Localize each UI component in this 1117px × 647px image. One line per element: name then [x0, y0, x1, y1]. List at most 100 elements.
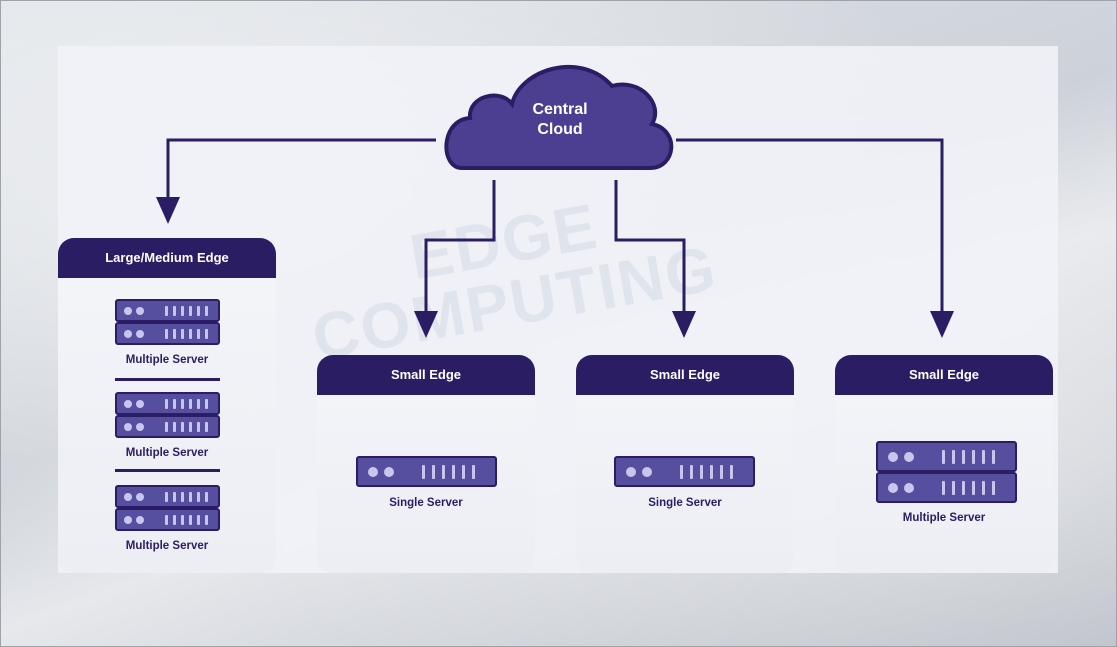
server-vent-icon [173, 514, 176, 525]
server-vent-icon [205, 398, 208, 409]
server-vent-icon [181, 514, 184, 525]
server-vent-icon [972, 449, 975, 464]
server-vent-icon [173, 491, 176, 502]
server-vent-icon [422, 464, 425, 479]
divider [115, 469, 220, 472]
server-vent-icon [952, 480, 955, 495]
server-led-icon [384, 466, 394, 477]
edge-title: Small Edge [835, 355, 1053, 395]
server-led-icon [136, 329, 144, 338]
server-led-icon [124, 399, 132, 408]
server-caption: Multiple Server [125, 354, 209, 366]
server-vent-icon [680, 464, 683, 479]
server-vent-icon [972, 480, 975, 495]
server-icon [356, 456, 497, 487]
server-caption: Multiple Server [902, 512, 986, 524]
server-caption: Single Server [648, 497, 722, 509]
server-vent-icon [442, 464, 445, 479]
server-vent-icon [189, 328, 192, 339]
server-icon [115, 508, 220, 531]
server-led-icon [124, 422, 132, 431]
server-vent-icon [181, 328, 184, 339]
server-vent-icon [173, 398, 176, 409]
server-vent-icon [181, 491, 184, 502]
server-vent-icon [942, 480, 945, 495]
server-led-icon [124, 492, 132, 501]
server-vent-icon [197, 328, 200, 339]
central-cloud-label: Central Cloud [532, 101, 588, 138]
server-led-icon [888, 451, 898, 462]
server-icon [115, 485, 220, 508]
server-vent-icon [189, 514, 192, 525]
server-vent-icon [165, 421, 168, 432]
server-vent-icon [173, 421, 176, 432]
server-led-icon [626, 466, 636, 477]
server-vent-icon [181, 421, 184, 432]
server-led-icon [642, 466, 652, 477]
server-caption: Single Server [389, 497, 463, 509]
server-led-icon [368, 466, 378, 477]
server-led-icon [124, 306, 132, 315]
divider [115, 378, 220, 381]
server-vent-icon [992, 480, 995, 495]
server-vent-icon [205, 514, 208, 525]
server-vent-icon [205, 421, 208, 432]
server-vent-icon [181, 398, 184, 409]
server-led-icon [136, 422, 144, 431]
server-vent-icon [197, 421, 200, 432]
server-vent-icon [942, 449, 945, 464]
server-led-icon [904, 451, 914, 462]
server-vent-icon [472, 464, 475, 479]
server-vent-icon [165, 491, 168, 502]
server-vent-icon [197, 514, 200, 525]
server-vent-icon [700, 464, 703, 479]
server-vent-icon [952, 449, 955, 464]
server-led-icon [124, 329, 132, 338]
server-led-icon [124, 515, 132, 524]
server-vent-icon [432, 464, 435, 479]
server-icon [115, 415, 220, 438]
server-led-icon [136, 515, 144, 524]
server-vent-icon [720, 464, 723, 479]
server-icon [876, 472, 1017, 503]
server-led-icon [136, 306, 144, 315]
connector-to-small-edge-3 [676, 138, 954, 338]
server-led-icon [904, 482, 914, 493]
server-vent-icon [173, 328, 176, 339]
server-vent-icon [962, 480, 965, 495]
server-vent-icon [462, 464, 465, 479]
server-vent-icon [992, 449, 995, 464]
server-vent-icon [197, 305, 200, 316]
cloud-icon [444, 64, 674, 170]
server-vent-icon [197, 491, 200, 502]
connector-to-large-edge [156, 138, 436, 224]
edge-title: Small Edge [317, 355, 535, 395]
server-vent-icon [690, 464, 693, 479]
server-vent-icon [205, 491, 208, 502]
server-icon [614, 456, 755, 487]
edge-title: Small Edge [576, 355, 794, 395]
server-icon [115, 392, 220, 415]
server-vent-icon [173, 305, 176, 316]
server-vent-icon [205, 328, 208, 339]
connector-to-small-edge-1 [414, 180, 496, 338]
server-icon [876, 441, 1017, 472]
server-vent-icon [197, 398, 200, 409]
server-vent-icon [165, 514, 168, 525]
server-vent-icon [189, 305, 192, 316]
server-vent-icon [165, 398, 168, 409]
server-vent-icon [205, 305, 208, 316]
server-vent-icon [710, 464, 713, 479]
edge-title: Large/Medium Edge [58, 238, 276, 278]
server-vent-icon [189, 398, 192, 409]
server-icon [115, 299, 220, 322]
server-led-icon [136, 492, 144, 501]
server-icon [115, 322, 220, 345]
server-led-icon [888, 482, 898, 493]
server-caption: Multiple Server [125, 447, 209, 459]
server-caption: Multiple Server [125, 540, 209, 552]
server-vent-icon [189, 421, 192, 432]
server-vent-icon [165, 305, 168, 316]
server-vent-icon [982, 449, 985, 464]
